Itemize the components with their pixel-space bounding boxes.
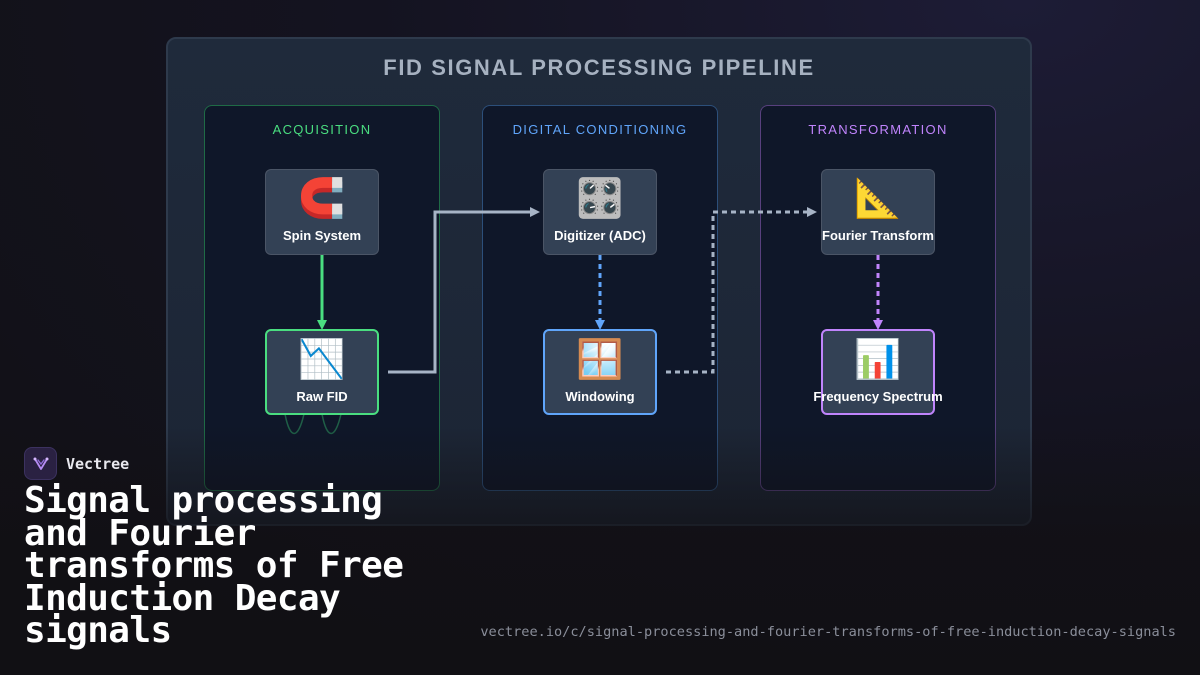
node-label-fourier-transform: Fourier Transform bbox=[822, 228, 934, 243]
node-label-frequency-spectrum: Frequency Spectrum bbox=[813, 389, 943, 404]
node-label-spin-system: Spin System bbox=[282, 228, 362, 243]
triangular-ruler-icon: 📐 bbox=[854, 176, 902, 220]
stage-title-acquisition: ACQUISITION bbox=[272, 122, 372, 137]
page-url[interactable]: vectree.io/c/signal-processing-and-fouri… bbox=[480, 624, 1176, 640]
brand[interactable]: Vectree bbox=[24, 447, 129, 480]
brand-name: Vectree bbox=[66, 454, 130, 473]
node-windowing[interactable]: 🪟 Windowing bbox=[543, 329, 657, 415]
node-label-raw-fid: Raw FID bbox=[296, 389, 348, 404]
stage-title-transformation: TRANSFORMATION bbox=[808, 122, 948, 137]
node-label-digitizer: Digitizer (ADC) bbox=[554, 228, 646, 243]
vectree-logo-icon bbox=[24, 447, 57, 480]
node-fourier-transform[interactable]: 📐 Fourier Transform bbox=[821, 169, 935, 255]
stage-digital-conditioning: DIGITAL CONDITIONING bbox=[482, 105, 718, 491]
control-knobs-icon: 🎛️ bbox=[576, 176, 624, 220]
node-raw-fid[interactable]: 📉 Raw FID bbox=[265, 329, 379, 415]
node-spin-system[interactable]: 🧲 Spin System bbox=[265, 169, 379, 255]
window-icon: 🪟 bbox=[576, 337, 624, 381]
magnet-icon: 🧲 bbox=[298, 176, 346, 220]
diagram-title: FID SIGNAL PROCESSING PIPELINE bbox=[383, 55, 815, 80]
page-headline: Signal processing and Fourier transforms… bbox=[24, 480, 404, 651]
node-label-windowing: Windowing bbox=[565, 389, 635, 404]
node-digitizer[interactable]: 🎛️ Digitizer (ADC) bbox=[543, 169, 657, 255]
bar-chart-icon: 📊 bbox=[854, 337, 902, 381]
stage-acquisition: ACQUISITION bbox=[204, 105, 440, 491]
node-frequency-spectrum[interactable]: 📊 Frequency Spectrum bbox=[813, 329, 943, 415]
stage-transformation: TRANSFORMATION bbox=[760, 105, 996, 491]
chart-decreasing-icon: 📉 bbox=[298, 337, 346, 381]
stage-title-digital-conditioning: DIGITAL CONDITIONING bbox=[512, 122, 688, 137]
diagram-panel: FID SIGNAL PROCESSING PIPELINE ACQUISITI… bbox=[166, 37, 1032, 526]
